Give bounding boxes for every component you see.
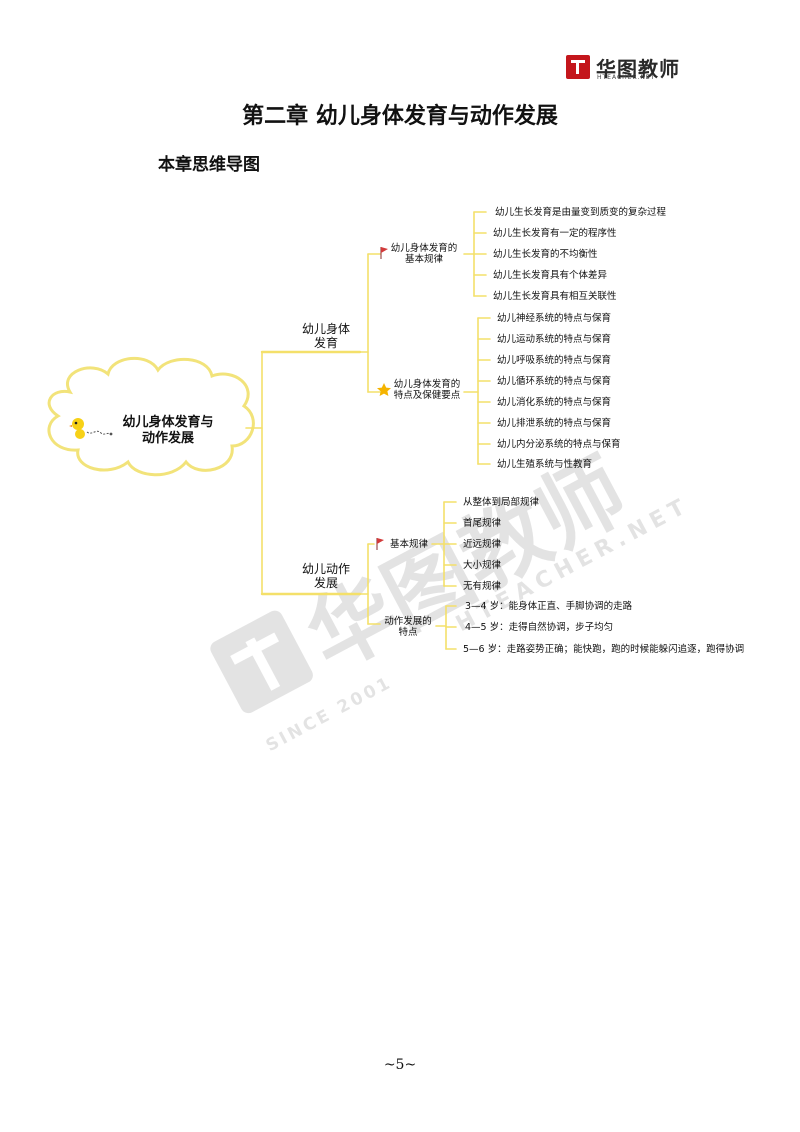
leaf: 幼儿生殖系统与性教育 (497, 458, 592, 470)
red-flag-icon (380, 247, 388, 259)
brand-mark-icon (566, 55, 590, 79)
brand-subtitle: HTEACHER.NET (597, 74, 656, 81)
leaf: 从整体到局部规律 (463, 496, 540, 508)
page-number: ~5~ (383, 1057, 417, 1073)
root-cloud (47, 356, 255, 477)
leaf: 幼儿生长发育是由量变到质变的复杂过程 (495, 206, 667, 218)
leaf: 幼儿运动系统的特点与保育 (497, 333, 611, 345)
leaf: 幼儿生长发育的不均衡性 (493, 248, 598, 260)
brand-logo: 华图教师 HTEACHER.NET (566, 53, 686, 83)
leaf: 3—4 岁：能身体正直、手脚协调的走路 (465, 600, 633, 612)
leaf: 4—5 岁：走得自然协调，步子均匀 (465, 621, 613, 633)
branch1-label-line1: 幼儿身体 (302, 321, 350, 336)
sub2-label-line2: 特点及保健要点 (394, 389, 461, 401)
sub-motor-features: 动作发展的 特点 (384, 615, 432, 638)
leaf: 首尾规律 (463, 517, 502, 529)
b2-sub2-label-line2: 特点 (398, 626, 418, 638)
branch1-label-line2: 发育 (314, 335, 338, 350)
sub1-label-line2: 基本规律 (405, 253, 444, 265)
section-title: 本章思维导图 (158, 155, 260, 175)
b2-sub2-leaves: 3—4 岁：能身体正直、手脚协调的走路 4—5 岁：走得自然协调，步子均匀 5—… (463, 600, 744, 655)
b2-sub1-leaves: 从整体到局部规律 首尾规律 近远规律 大小规律 无有规律 (463, 496, 540, 592)
chapter-title: 第二章 幼儿身体发育与动作发展 (242, 103, 558, 129)
leaf: 幼儿消化系统的特点与保育 (497, 396, 611, 408)
leaf: 幼儿循环系统的特点与保育 (497, 375, 611, 387)
b2-sub1-label: 基本规律 (390, 538, 429, 550)
leaf: 5—6 岁：走路姿势正确；能快跑，跑的时候能躲闪追逐，跑得协调 (463, 643, 744, 655)
brand-name: 华图教师 (596, 57, 680, 81)
sub1-label-line1: 幼儿身体发育的 (391, 242, 458, 254)
duck-icon (69, 418, 113, 439)
leaf: 幼儿呼吸系统的特点与保育 (497, 354, 611, 366)
leaf: 近远规律 (463, 538, 502, 550)
watermark-logo-bar (230, 632, 280, 665)
branch2-label-line1: 幼儿动作 (302, 562, 350, 576)
branch-body-development: 幼儿身体 发育 (302, 321, 350, 350)
leaf: 幼儿生长发育具有个体差异 (493, 269, 608, 281)
connectors (245, 211, 491, 650)
leaf: 幼儿内分泌系统的特点与保育 (497, 438, 621, 450)
watermark-logo-stem (245, 637, 281, 691)
branch2-label-line2: 发展 (314, 575, 338, 590)
sub2-label-line1: 幼儿身体发育的 (394, 378, 461, 390)
sub1-leaves: 幼儿生长发育是由量变到质变的复杂过程 幼儿生长发育有一定的程序性 幼儿生长发育的… (493, 206, 667, 302)
red-flag-icon (376, 538, 384, 550)
leaf: 大小规律 (463, 559, 502, 571)
star-icon (377, 383, 391, 396)
leaf: 幼儿排泄系统的特点与保育 (497, 417, 611, 429)
leaf: 幼儿生长发育具有相互关联性 (493, 290, 617, 302)
sub-basic-laws: 幼儿身体发育的 基本规律 (380, 242, 458, 265)
b2-sub2-label-line1: 动作发展的 (384, 615, 432, 627)
leaf: 幼儿神经系统的特点与保育 (497, 312, 611, 324)
sub2-leaves: 幼儿神经系统的特点与保育 幼儿运动系统的特点与保育 幼儿呼吸系统的特点与保育 幼… (497, 312, 621, 470)
sub-motor-basic-laws: 基本规律 (376, 538, 429, 550)
branch-motor-development: 幼儿动作 发展 (302, 562, 350, 590)
watermark-logo-icon (210, 610, 313, 714)
root-label-line2: 动作发展 (142, 430, 195, 446)
leaf: 无有规律 (463, 580, 502, 592)
root-node: 幼儿身体发育与 动作发展 (47, 356, 255, 477)
sub-features-health: 幼儿身体发育的 特点及保健要点 (377, 378, 461, 401)
leaf: 幼儿生长发育有一定的程序性 (493, 227, 617, 239)
root-label-line1: 幼儿身体发育与 (122, 414, 213, 430)
